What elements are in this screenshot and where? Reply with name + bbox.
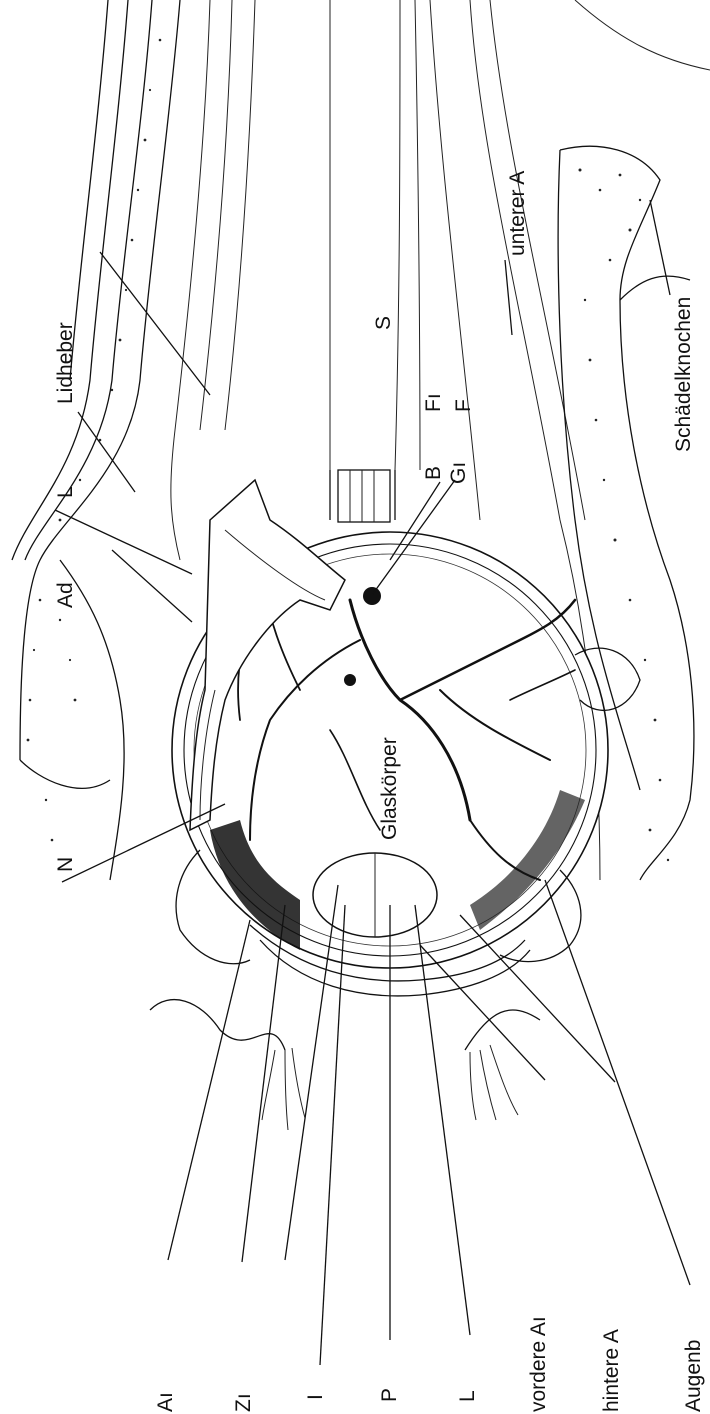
label-b: B — [422, 466, 445, 480]
label-vordere: vordere Aı — [527, 1316, 550, 1412]
label-zi: Zı — [232, 1393, 255, 1412]
labels: N Ad L Lidheber S Fı F B Gı Glaskörper u… — [54, 171, 705, 1412]
label-gi: Gı — [447, 462, 470, 484]
label-ad: Ad — [54, 582, 77, 608]
label-l-bottom: L — [456, 1390, 479, 1402]
label-schaedelknochen: Schädelknochen — [672, 297, 695, 452]
label-lidheber: Lidheber — [54, 322, 77, 404]
label-hintere: hintere A — [600, 1329, 623, 1412]
label-augenb: Augenb — [682, 1340, 705, 1412]
label-l-top: L — [54, 486, 77, 498]
label-i: I — [304, 1394, 327, 1400]
label-p: P — [378, 1388, 401, 1402]
label-s: S — [372, 316, 395, 330]
label-ai: Aı — [154, 1392, 177, 1412]
label-f: F — [452, 399, 475, 412]
label-n: N — [54, 857, 77, 872]
upper-skull-bone — [12, 0, 180, 880]
optic-nerve — [330, 470, 395, 522]
label-glaskoerper: Glaskörper — [378, 737, 401, 840]
label-fi: Fı — [422, 393, 445, 412]
label-unterer-a: unterer A — [506, 171, 529, 256]
